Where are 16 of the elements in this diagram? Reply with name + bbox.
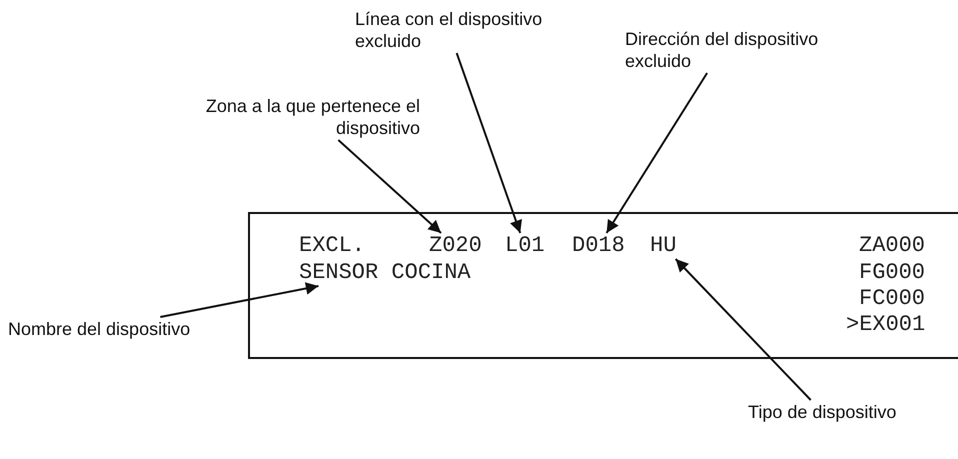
- display-text: ZA000: [859, 235, 926, 257]
- display-text: D018: [572, 235, 625, 257]
- display-text: SENSOR COCINA: [299, 262, 471, 284]
- callout-label: Dirección del dispositivo excluido: [625, 28, 821, 72]
- display-screen: [248, 212, 958, 359]
- callout-label: Zona a la que pertenece el dispositivo: [203, 95, 420, 139]
- display-text: >EX001: [846, 314, 926, 336]
- callout-label: Tipo de dispositivo: [748, 401, 899, 423]
- callout-label: Línea con el dispositivo excluido: [355, 8, 545, 52]
- display-text: L01: [505, 235, 545, 257]
- callout-label: Nombre del dispositivo: [8, 318, 193, 340]
- display-text: Z020: [429, 235, 482, 257]
- display-text: EXCL.: [299, 235, 366, 257]
- display-text: HU: [650, 235, 676, 257]
- display-text: FG000: [859, 262, 926, 284]
- display-text: FC000: [859, 288, 926, 310]
